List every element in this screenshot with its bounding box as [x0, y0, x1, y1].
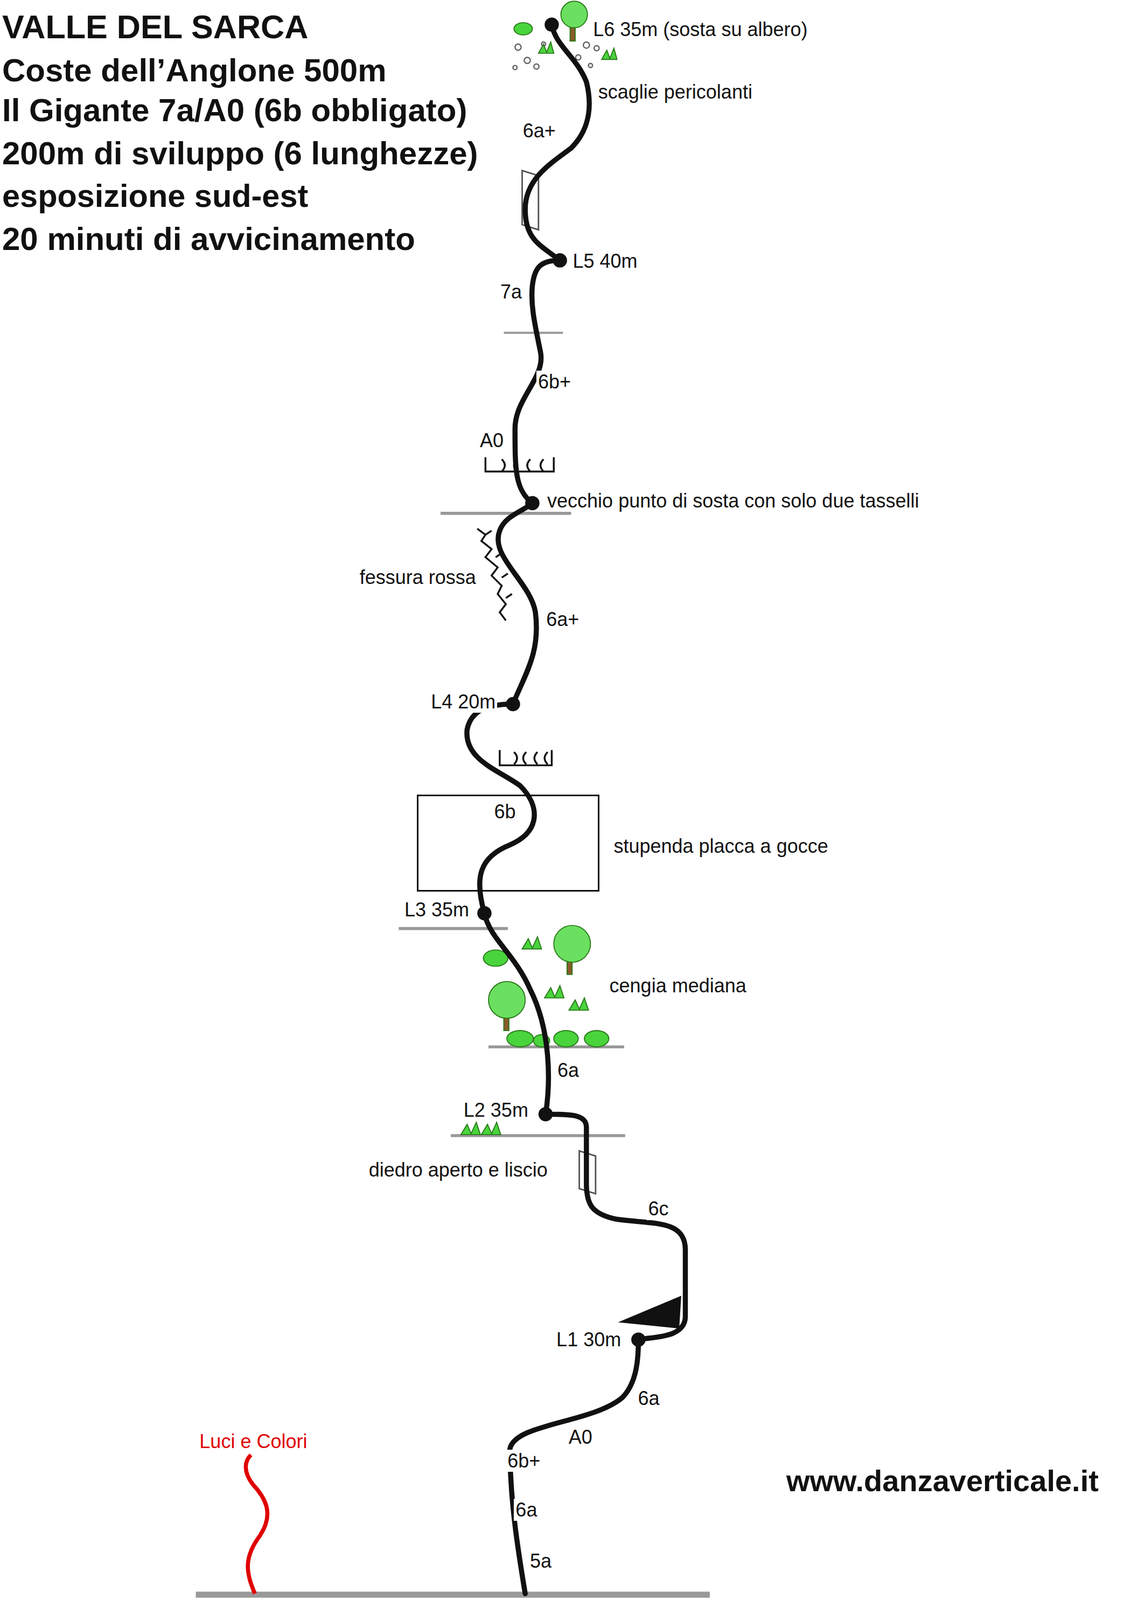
note-label: cengia mediana — [608, 974, 749, 997]
grade-label: 6a+ — [521, 119, 558, 142]
header-line: esposizione sud-est — [2, 177, 309, 215]
aid-label: A0 — [478, 429, 506, 452]
slab-description: stupenda placca a gocce — [611, 834, 830, 857]
website: www.danzaverticale.it — [786, 1463, 1099, 1498]
note-label: vecchio punto di sosta con solo due tass… — [545, 489, 921, 512]
header-line: Coste dell’Anglone 500m — [2, 51, 387, 89]
grade-label: 6a — [636, 1386, 662, 1409]
header-line: 200m di sviluppo (6 lunghezze) — [2, 134, 478, 172]
belay-label: L2 35m — [462, 1098, 530, 1121]
header-line: Il Gigante 7a/A0 (6b obbligato) — [2, 91, 467, 129]
grade-label: 6b — [492, 800, 518, 823]
note-label: fessura rossa — [358, 566, 478, 589]
belay-label: L6 35m (sosta su albero) — [591, 18, 809, 41]
grade-label: 6b+ — [505, 1449, 542, 1472]
grade-label: 6b+ — [536, 370, 573, 393]
belay-label: L1 30m — [554, 1328, 623, 1351]
grade-label: 5a — [528, 1549, 554, 1572]
slab-box: 6bstupenda placca a gocce — [416, 794, 600, 892]
grade-label: 6a+ — [544, 608, 581, 631]
grade-label: 7a — [498, 280, 524, 303]
route-name: Luci e Colori — [197, 1429, 309, 1452]
title: VALLE DEL SARCA — [2, 7, 309, 46]
note-label: scaglie pericolanti — [596, 80, 754, 103]
belay-label: L4 20m — [429, 690, 498, 713]
belay-label: L5 40m — [570, 249, 639, 272]
note-label: diedro aperto e liscio — [367, 1158, 550, 1181]
grade-label: 6a — [555, 1058, 581, 1081]
grade-label: 6a — [513, 1498, 539, 1521]
belay-label: L3 35m — [402, 898, 471, 921]
header-line: 20 minuti di avvicinamento — [2, 220, 416, 258]
grade-label: 6c — [646, 1197, 671, 1220]
aid-label: A0 — [567, 1425, 595, 1448]
